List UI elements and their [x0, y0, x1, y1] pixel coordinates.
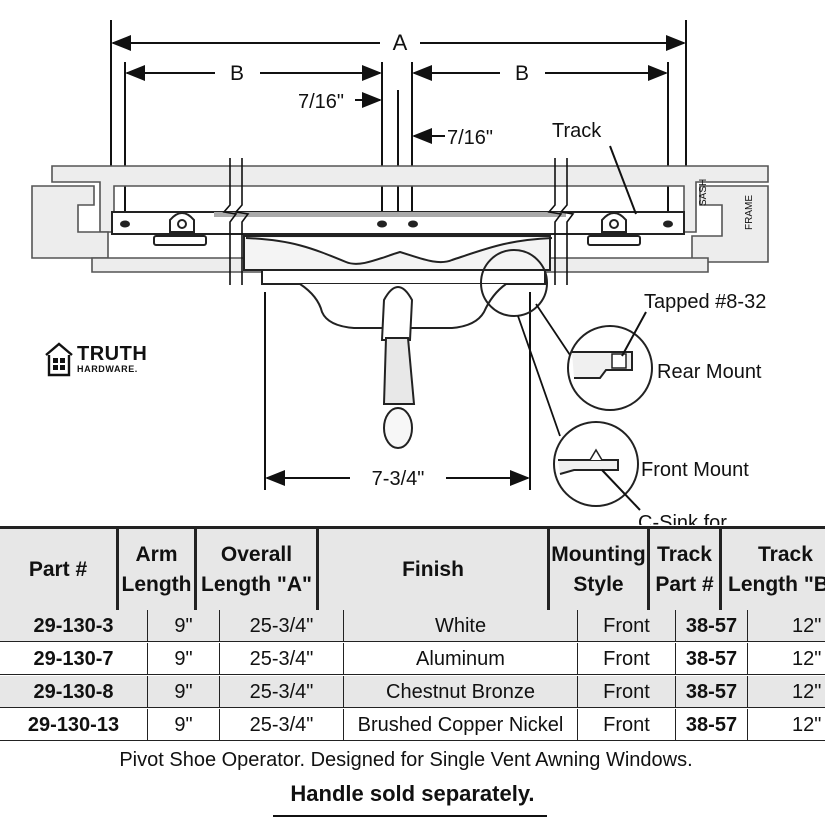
csink-leader: [601, 469, 641, 511]
cell-track-length: 12": [748, 709, 825, 741]
note-underline: [273, 815, 547, 817]
operator-diagram: A B B 7/16" 7/16" SASH FRAME Track: [31, 20, 769, 525]
table-row: 29-130-13 9" 25-3/4" Brushed Copper Nick…: [0, 709, 825, 741]
cell-part: 29-130-3: [0, 610, 148, 642]
handle-width-label: 7-3/4": [372, 468, 425, 490]
cell-arm: 9": [148, 643, 220, 675]
handle-width-dimension: [264, 292, 531, 490]
dimension-b-right-label: B: [515, 62, 529, 85]
cell-finish: Aluminum: [344, 643, 578, 675]
track-leader: [609, 145, 637, 215]
cell-mount: Front: [578, 610, 676, 642]
header-part: Part #: [0, 529, 119, 611]
dimension-b-left-label: B: [230, 62, 244, 85]
cell-track-part: 38-57: [676, 643, 748, 675]
cell-part: 29-130-13: [0, 709, 148, 741]
cell-mount: Front: [578, 676, 676, 708]
cell-track-length: 12": [748, 676, 825, 708]
cell-finish: Brushed Copper Nickel: [344, 709, 578, 741]
cell-overall: 25-3/4": [220, 643, 344, 675]
track-hole: [408, 220, 418, 228]
break-lines: [222, 158, 575, 285]
cell-part: 29-130-8: [0, 676, 148, 708]
cell-mount: Front: [578, 643, 676, 675]
csink-label: C-Sink for: [638, 512, 727, 525]
table-row: 29-130-3 9" 25-3/4" White Front 38-57 12…: [0, 610, 825, 642]
handle: [380, 286, 416, 449]
truth-hardware-logo: TRUTH HARDWARE.: [44, 341, 147, 377]
tapped-label: Tapped #8-32: [644, 291, 766, 313]
house-icon: [45, 342, 73, 377]
gap-dimension: [355, 90, 445, 225]
sash-label: SASH: [698, 179, 709, 206]
cell-finish: White: [344, 610, 578, 642]
pivot-shoe: [153, 212, 641, 246]
cell-track-length: 12": [748, 643, 825, 675]
logo-subword: HARDWARE.: [77, 364, 138, 374]
track-hole: [120, 220, 130, 228]
cell-mount: Front: [578, 709, 676, 741]
cell-finish: Chestnut Bronze: [344, 676, 578, 708]
cell-part: 29-130-7: [0, 643, 148, 675]
rear-mount-detail: [567, 325, 653, 411]
handle-note: Handle sold separately.: [290, 781, 535, 806]
cell-overall: 25-3/4": [220, 709, 344, 741]
dimension-a-label: A: [393, 30, 408, 55]
product-caption: Pivot Shoe Operator. Designed for Single…: [119, 749, 693, 771]
track-hole: [663, 220, 673, 228]
cell-track-part: 38-57: [676, 709, 748, 741]
cell-arm: 9": [148, 709, 220, 741]
cell-arm: 9": [148, 676, 220, 708]
detail-leaders: [517, 303, 573, 437]
table-row: 29-130-7 9" 25-3/4" Aluminum Front 38-57…: [0, 643, 825, 675]
cell-track-length: 12": [748, 610, 825, 642]
frame-label: FRAME: [744, 195, 755, 230]
cell-track-part: 38-57: [676, 676, 748, 708]
logo-wordmark: TRUTH: [77, 343, 148, 365]
track-hole: [377, 220, 387, 228]
cell-track-part: 38-57: [676, 610, 748, 642]
detail-circle: [480, 249, 548, 317]
gap-right-label: 7/16": [447, 127, 493, 149]
front-mount-label: Front Mount: [641, 459, 749, 481]
header-finish: Finish: [319, 529, 550, 611]
cell-overall: 25-3/4": [220, 610, 344, 642]
track: [111, 211, 685, 235]
tapped-leader: [621, 311, 647, 357]
track-label: Track: [552, 120, 602, 142]
table-row: 29-130-8 9" 25-3/4" Chestnut Bronze Fron…: [0, 676, 825, 708]
dimension-b: [124, 62, 669, 225]
cell-overall: 25-3/4": [220, 676, 344, 708]
cell-arm: 9": [148, 610, 220, 642]
rear-mount-label: Rear Mount: [657, 361, 762, 383]
gap-left-label: 7/16": [298, 91, 344, 113]
